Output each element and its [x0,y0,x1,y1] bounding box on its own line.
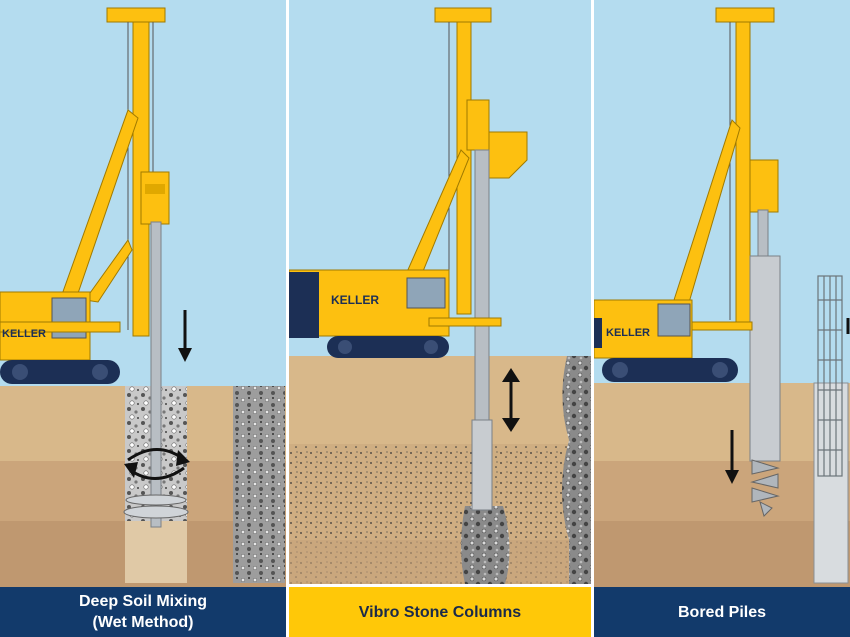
rotation-arrows-icon [124,448,190,480]
caption-line-1: Vibro Stone Columns [358,603,522,621]
up-down-arrow-icon [502,368,520,432]
caption-line-2: (Wet Method) [92,614,194,631]
svg-text:KELLER: KELLER [2,328,46,340]
down-arrow-icon [178,310,192,362]
caption-line-1: Deep Soil Mixing [78,593,207,610]
panel-bored-piles: KELLER Bored Piles [594,0,850,637]
vibro-stone-columns-illustration: KELLER [289,0,591,584]
panel-deep-soil-mixing: KELLER Deep Soil Mixing (Wet Method) [0,0,286,637]
caption-deep-soil-mixing: Deep Soil Mixing (Wet Method) [0,587,286,637]
caption-bored-piles: Bored Piles [594,587,850,637]
bored-piles-illustration: KELLER [594,0,850,587]
svg-text:KELLER: KELLER [331,293,379,307]
svg-text:KELLER: KELLER [606,327,650,339]
caption-line-1: Bored Piles [677,603,767,621]
deep-soil-mixing-illustration: KELLER [0,0,286,587]
down-arrow-icon [725,430,739,484]
panel-vibro-stone-columns: KELLER Vibro Stone Columns [289,0,591,637]
caption-vibro-stone-columns: Vibro Stone Columns [289,587,591,637]
